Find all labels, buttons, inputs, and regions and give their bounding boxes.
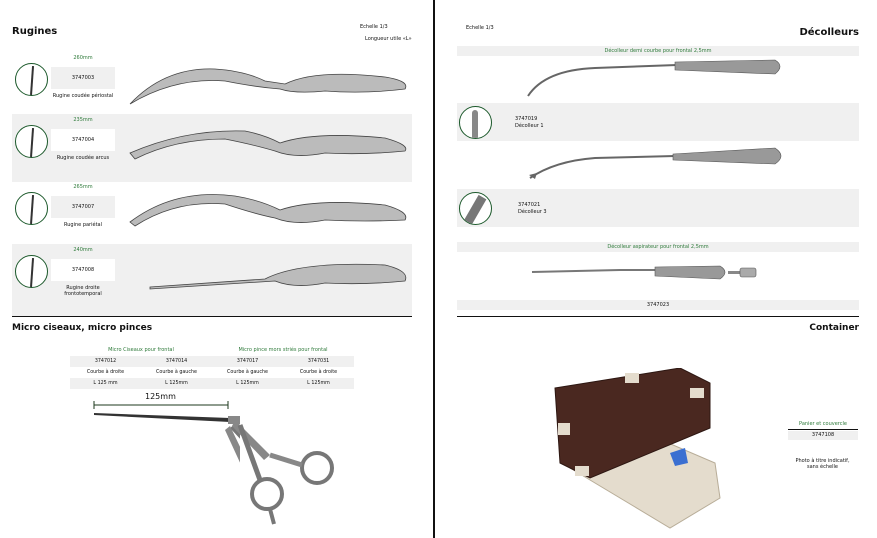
- length-cell: L 125mm: [236, 381, 259, 386]
- decolleur-1-image: [527, 59, 781, 97]
- container-code: 3747108: [788, 431, 858, 440]
- section-title-micro: Micro ciseaux, micro pinces: [12, 323, 153, 333]
- section-rule: [457, 316, 859, 317]
- band-label: Décolleur aspirateur pour frontal 2,5mm: [457, 242, 859, 252]
- rugine-code: 3747007: [51, 196, 115, 218]
- code-cell: 3747031: [307, 359, 330, 364]
- aspirator-code: 3747023: [457, 300, 859, 310]
- group-label: Micro Ciseaux pour frontal: [108, 347, 174, 353]
- decolleur-code: 3747021: [518, 202, 541, 208]
- scissors-handles: [232, 420, 334, 525]
- rugine-image: [129, 68, 407, 105]
- length-cell: L 125mm: [165, 381, 188, 386]
- rugine-image: [129, 194, 407, 227]
- length-cell: L 125 mm: [93, 381, 118, 386]
- decolleur-name: Décolleur 3: [518, 209, 547, 215]
- rugine-image: [149, 263, 407, 290]
- container-image: [554, 368, 721, 529]
- rugine-name: Rugine coudée périostal: [52, 93, 114, 99]
- tip-detail-icon: [459, 192, 492, 225]
- rugine-name: Rugine droite frontotemporal: [64, 285, 102, 297]
- section-title-container: Container: [809, 323, 859, 333]
- rugine-length: 240mm: [73, 247, 93, 253]
- rugine-code: 3747008: [51, 259, 115, 281]
- aspirator-image: [531, 265, 757, 280]
- micro-scissors-image: [93, 401, 240, 463]
- side-cell: Courbe à gauche: [156, 370, 197, 375]
- band-label: Décolleur demi courbe pour frontal 2,5mm: [457, 46, 859, 56]
- side-cell: Courbe à gauche: [227, 370, 268, 375]
- decolleur-3-row: [457, 189, 859, 227]
- decolleur-3-image: [529, 147, 782, 179]
- scale-label: Echelle 1/3: [360, 24, 388, 30]
- decolleur-name: Décolleur 1: [515, 123, 544, 129]
- page-divider: [433, 0, 435, 538]
- rugine-code: 3747004: [51, 129, 115, 151]
- rugine-length: 260mm: [73, 55, 93, 61]
- scale-label: Echelle 1/3: [466, 25, 494, 31]
- tip-detail-icon: [15, 255, 48, 288]
- length-cell: L 125mm: [307, 381, 330, 386]
- rugine-code: 3747003: [51, 67, 115, 89]
- code-cell: 3747014: [165, 359, 188, 364]
- group-label: Micro pince mors striés pour frontal: [238, 347, 328, 353]
- tip-detail-icon: [15, 192, 48, 225]
- code-cell: 3747012: [94, 359, 117, 364]
- code-cell: 3747017: [236, 359, 259, 364]
- tip-detail-icon: [15, 63, 48, 96]
- tip-detail-icon: [15, 125, 48, 158]
- section-title-rugines: Rugines: [12, 26, 58, 37]
- container-note: Photo à titre indicatif, sans échelle: [795, 458, 850, 470]
- rule: [788, 429, 858, 430]
- rugine-length: 235mm: [73, 117, 93, 123]
- rugine-image: [129, 130, 407, 160]
- tip-detail-icon: [459, 106, 492, 139]
- useful-length-label: Longueur utile «L»: [365, 36, 412, 42]
- container-label: Panier et couvercle: [799, 421, 847, 427]
- rugine-length: 265mm: [73, 184, 93, 190]
- side-cell: Courbe à droite: [299, 370, 338, 375]
- rugine-name: Rugine pariétal: [64, 222, 102, 228]
- scale-bar-label: 125mm: [145, 392, 176, 401]
- decolleur-1-row: [457, 103, 859, 141]
- micro-table: 3747012 3747014 3747017 3747031 Courbe à dr…: [70, 356, 354, 389]
- section-title-decolleurs: Décolleurs: [799, 27, 859, 38]
- section-rule: [12, 316, 412, 317]
- decolleur-code: 3747019: [515, 116, 538, 122]
- rugine-name: Rugine coudée arcus: [56, 155, 110, 161]
- side-cell: Courbe à droite: [86, 370, 125, 375]
